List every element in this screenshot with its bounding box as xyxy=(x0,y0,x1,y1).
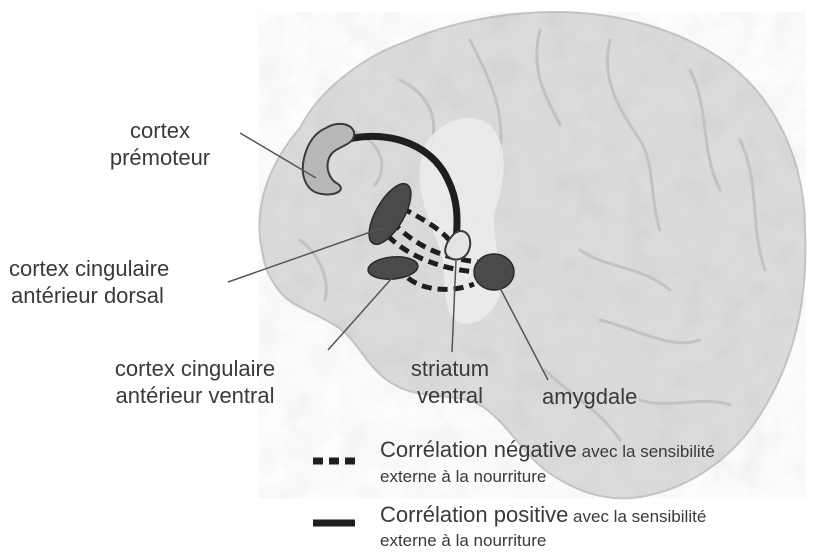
label-striatum-ventral-line2: ventral xyxy=(385,382,515,409)
legend-negative-rest: avec la sensibilité xyxy=(577,442,715,461)
legend-symbols xyxy=(313,461,355,523)
label-striatum-ventral: striatum ventral xyxy=(385,355,515,409)
legend-negative-line2: externe à la nourriture xyxy=(380,466,546,488)
label-striatum-ventral-line1: striatum xyxy=(385,355,515,382)
label-amygdale: amygdale xyxy=(542,383,637,410)
brain-illustration xyxy=(259,12,805,498)
label-cortex-premoteur-line2: prémoteur xyxy=(85,144,235,171)
legend-positive: Corrélation positive avec la sensibilité xyxy=(380,502,706,530)
brain-texture xyxy=(259,12,805,498)
legend-positive-rest: avec la sensibilité xyxy=(568,507,706,526)
legend-positive-line2: externe à la nourriture xyxy=(380,530,546,552)
label-cortex-cingulaire-dorsal: cortex cingulaire antérieur dorsal xyxy=(9,255,169,309)
label-cortex-cingulaire-ventral-line2: antérieur ventral xyxy=(85,382,305,409)
label-cortex-premoteur-line1: cortex xyxy=(85,117,235,144)
label-cortex-cingulaire-dorsal-line2: antérieur dorsal xyxy=(9,282,169,309)
label-cortex-cingulaire-dorsal-line1: cortex cingulaire xyxy=(9,255,169,282)
amygdale-region xyxy=(474,254,514,290)
label-cortex-cingulaire-ventral: cortex cingulaire antérieur ventral xyxy=(85,355,305,409)
legend-positive-main: Corrélation positive xyxy=(380,502,568,527)
label-cortex-premoteur: cortex prémoteur xyxy=(85,117,235,171)
legend-negative: Corrélation négative avec la sensibilité xyxy=(380,437,715,465)
label-cortex-cingulaire-ventral-line1: cortex cingulaire xyxy=(85,355,305,382)
legend-negative-main: Corrélation négative xyxy=(380,437,577,462)
